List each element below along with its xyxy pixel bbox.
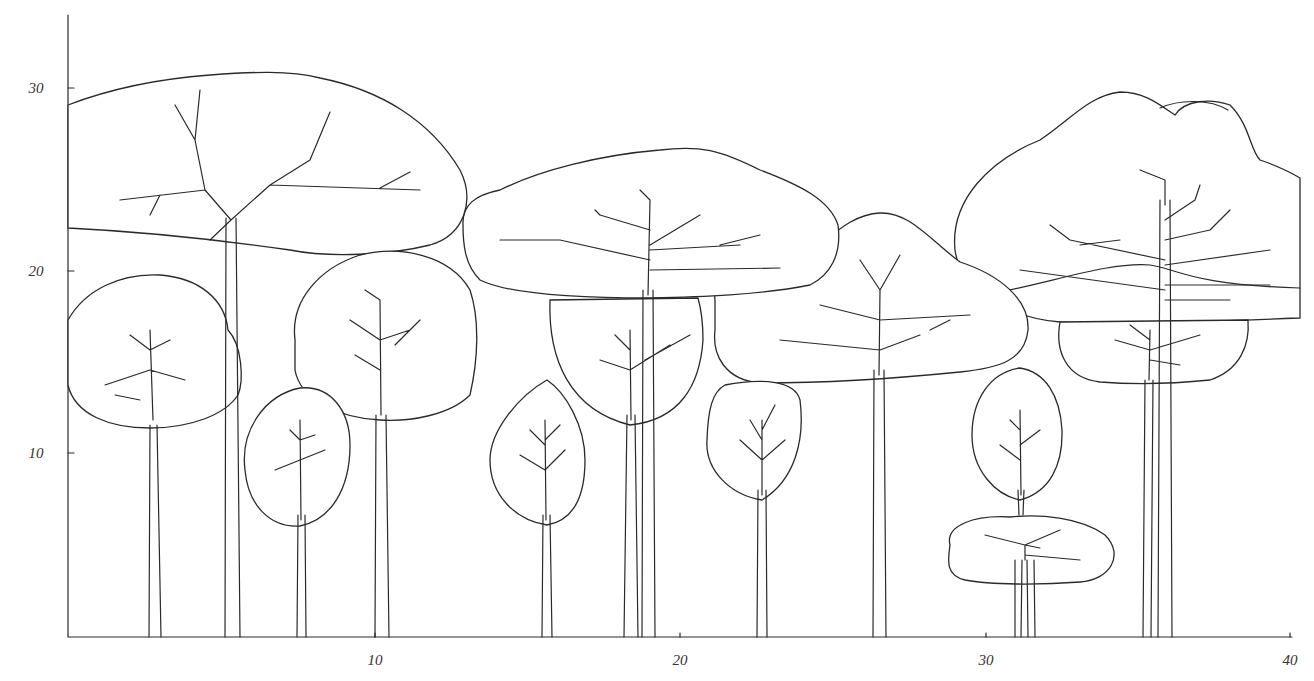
tree-crown bbox=[1059, 320, 1248, 383]
crown-outline bbox=[1000, 101, 1300, 292]
tree-crown bbox=[490, 380, 585, 525]
tree-crown bbox=[707, 381, 801, 500]
tree-crown bbox=[949, 516, 1115, 584]
tree-crown bbox=[244, 388, 350, 526]
axis-label: 10 bbox=[29, 446, 44, 461]
axis-label: 30 bbox=[29, 81, 44, 96]
axis-label: 20 bbox=[673, 653, 688, 668]
tree-crown bbox=[463, 148, 839, 298]
tree-crown bbox=[550, 298, 703, 425]
tree-crown bbox=[972, 368, 1062, 500]
axis-label: 40 bbox=[1283, 653, 1298, 668]
axis-label: 20 bbox=[29, 264, 44, 279]
axis-label: 30 bbox=[979, 653, 994, 668]
tree-trunk bbox=[149, 200, 1172, 637]
tree-crown bbox=[68, 275, 241, 428]
tree-branch bbox=[105, 90, 1270, 560]
tree-crown bbox=[68, 72, 467, 254]
axis-label: 10 bbox=[368, 653, 383, 668]
